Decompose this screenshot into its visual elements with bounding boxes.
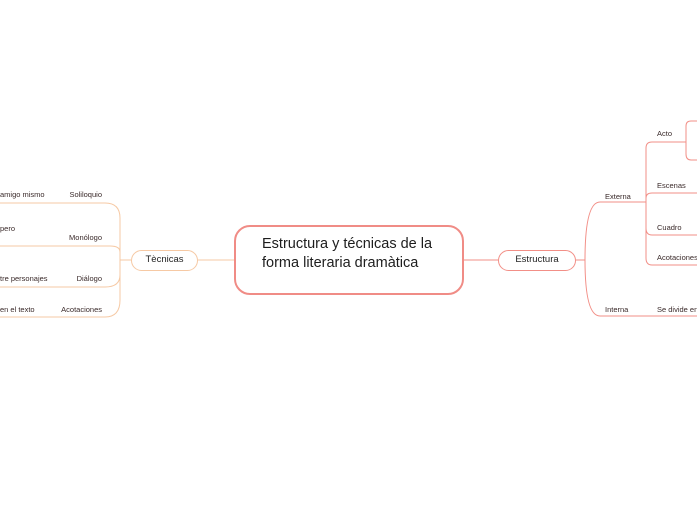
connector-acotaciones-right [645, 202, 697, 266]
connector-externa [584, 201, 646, 261]
subtopic-acto[interactable]: Acto [657, 129, 673, 138]
connector-acto [645, 141, 686, 202]
detail-monologo[interactable]: pero [0, 224, 16, 233]
subtopic-dialogo[interactable]: Diálogo [76, 274, 102, 283]
topic-estructura-label: Estructura [515, 254, 559, 265]
connector-acto-box [685, 120, 697, 161]
central-topic-title: Estructura y técnicas de la forma litera… [262, 236, 433, 271]
connector-interna [584, 259, 697, 317]
connector-monologo [0, 245, 121, 260]
central-topic[interactable]: Estructura y técnicas de la forma litera… [234, 225, 464, 295]
connector-soliloquio [0, 202, 121, 260]
subtopic-acotaciones-right[interactable]: Acotaciones [657, 253, 697, 262]
subtopic-soliloquio[interactable]: Soliloquio [69, 190, 102, 199]
topic-estructura[interactable]: Estructura [498, 250, 576, 271]
subtopic-acotaciones-left[interactable]: Acotaciones [61, 305, 102, 314]
detail-acotaciones[interactable]: en el texto [0, 305, 35, 314]
detail-dialogo[interactable]: tre personajes [0, 274, 48, 283]
subtopic-monologo[interactable]: Monólogo [69, 233, 102, 242]
subtopic-interna[interactable]: Interna [605, 305, 629, 314]
detail-soliloquio[interactable]: amigo mismo [0, 190, 45, 199]
subtopic-se-divide-en[interactable]: Se divide en [657, 305, 697, 314]
subtopic-escenas[interactable]: Escenas [657, 181, 686, 190]
subtopic-externa[interactable]: Externa [605, 192, 631, 201]
connector-acotaciones-left [0, 260, 121, 318]
subtopic-cuadro[interactable]: Cuadro [657, 223, 682, 232]
connector-escenas [645, 192, 697, 202]
topic-tecnicas[interactable]: Tècnicas [131, 250, 198, 271]
topic-tecnicas-label: Tècnicas [145, 254, 184, 265]
